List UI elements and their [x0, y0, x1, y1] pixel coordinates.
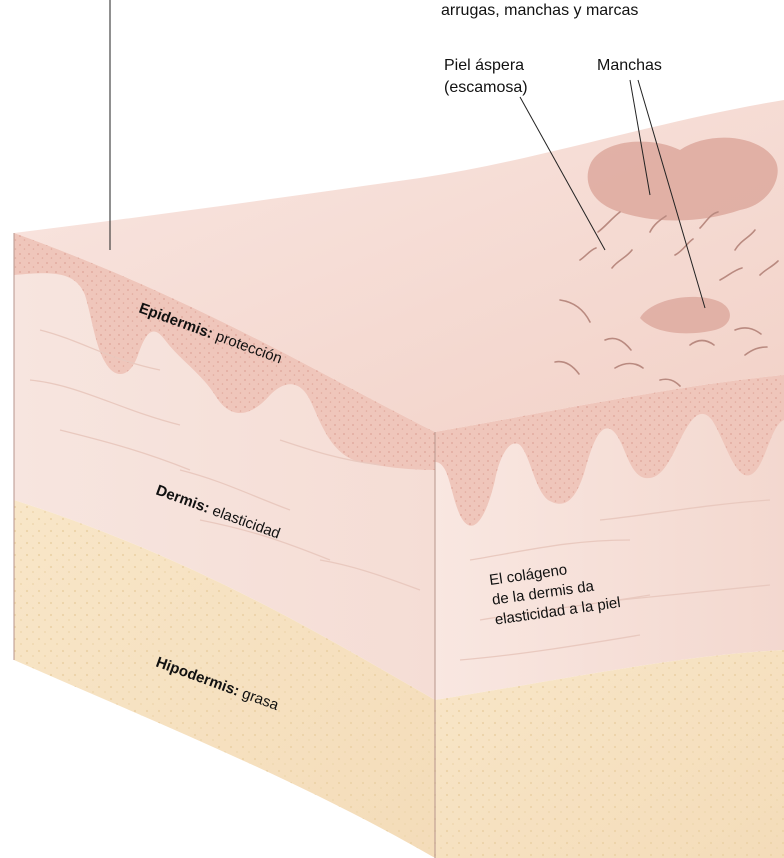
- label-top-caption: arrugas, manchas y marcas: [441, 2, 638, 19]
- label-spots: Manchas: [597, 57, 662, 74]
- label-rough-skin-line2: (escamosa): [444, 79, 528, 96]
- label-rough-skin-line1: Piel áspera: [444, 57, 524, 74]
